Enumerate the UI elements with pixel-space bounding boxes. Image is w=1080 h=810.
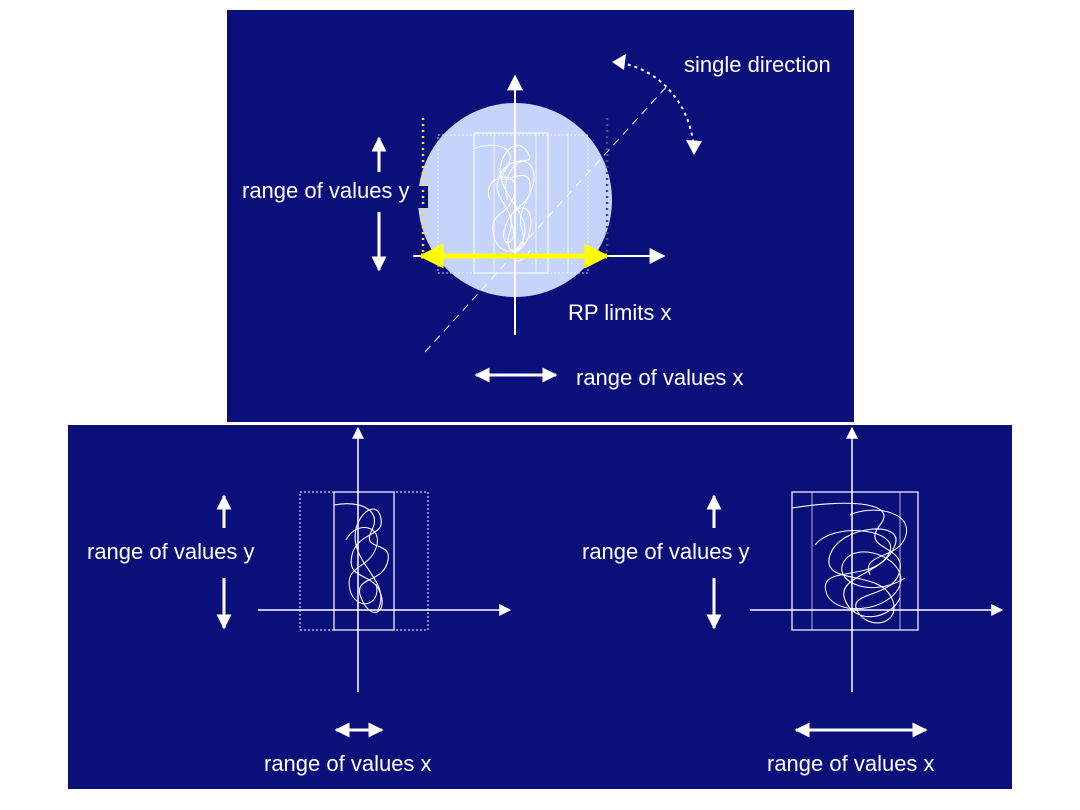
- bottom-panel: range of values y range of values x rang…: [68, 425, 1012, 789]
- trajectory-scribble: [814, 530, 906, 610]
- inner-range-box: [791, 491, 919, 631]
- range-y-label: range of values y: [582, 539, 750, 564]
- trajectory-scribble: [333, 503, 389, 613]
- rotation-arrowhead-start-icon: [612, 54, 626, 70]
- range-x-label: range of values x: [264, 751, 432, 776]
- bottom-left-diagram: range of values y range of values x: [87, 426, 512, 776]
- trajectory-scribble: [791, 502, 901, 624]
- rotation-arrow: [613, 61, 695, 151]
- range-y-label: range of values y: [242, 178, 410, 203]
- rp-limits-label: RP limits x: [568, 300, 672, 325]
- range-y-label: range of values y: [87, 539, 255, 564]
- top-panel: single direction range of values y RP li…: [227, 10, 854, 422]
- inner-range-box: [473, 132, 549, 274]
- single-direction-line: [424, 84, 669, 353]
- range-x-label: range of values x: [767, 751, 935, 776]
- single-direction-label: single direction: [684, 52, 831, 77]
- trajectory-scribble: [849, 509, 907, 576]
- bottom-right-diagram: range of values y range of values x: [582, 426, 1004, 776]
- range-x-label: range of values x: [576, 365, 744, 390]
- inner-range-box: [333, 491, 395, 631]
- rotation-arrowhead-end-icon: [686, 140, 702, 155]
